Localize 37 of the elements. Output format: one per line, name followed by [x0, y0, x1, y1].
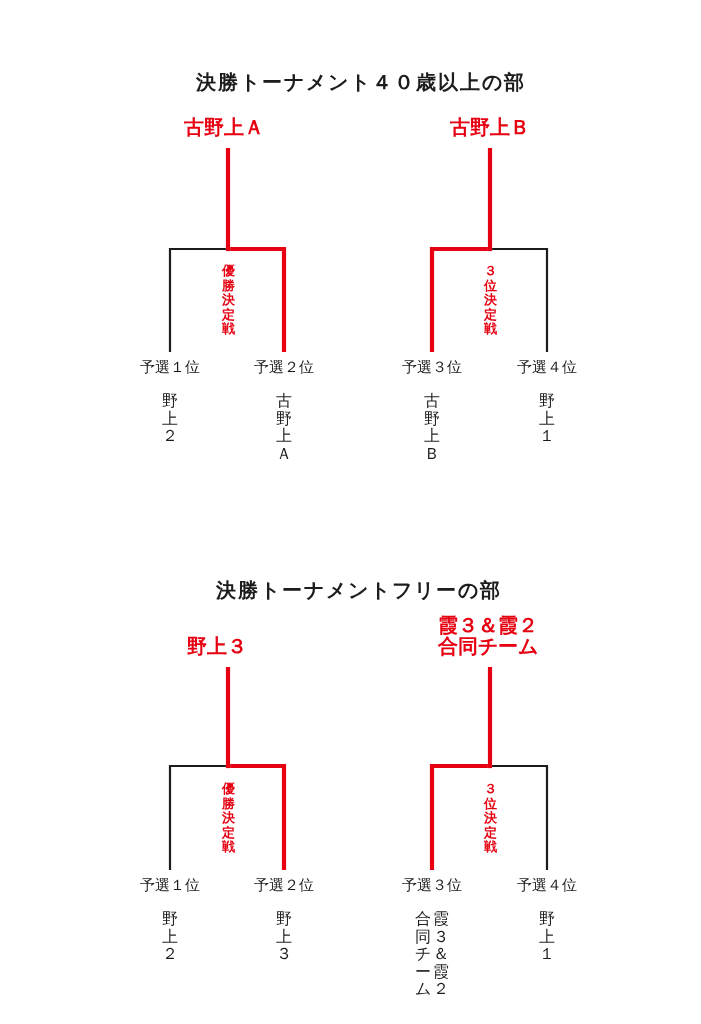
seed-label: 予選１位 — [140, 352, 200, 376]
team-name: 野上３ — [276, 910, 292, 963]
winner-name: 野上３ — [187, 636, 247, 667]
winner-name: 古野上Ａ — [184, 117, 264, 148]
match-label: 優勝決定戦 — [221, 264, 235, 337]
winner-name: 古野上Ｂ — [450, 117, 530, 148]
bracket-line — [429, 246, 488, 352]
seed-label: 予選３位 — [402, 352, 462, 376]
bracket-line — [487, 148, 493, 252]
team-name: 野上１ — [539, 910, 555, 963]
team-name: 野上１ — [539, 392, 555, 445]
bracket-line — [230, 763, 287, 870]
match-label: 優勝決定戦 — [221, 782, 235, 855]
winner-name: 霞３＆霞２合同チーム — [432, 615, 544, 667]
team-name: 霞３＆霞２ — [433, 910, 449, 998]
team-name: 合同チーム — [415, 910, 431, 998]
team-name: 野上２ — [162, 392, 178, 445]
section-heading: 決勝トーナメントフリーの部 — [216, 578, 502, 602]
bracket-line — [492, 247, 549, 352]
seed-label: 予選３位 — [402, 870, 462, 894]
seed-label: 予選２位 — [254, 870, 314, 894]
bracket-line — [168, 764, 226, 870]
seed-label: 予選４位 — [517, 352, 577, 376]
bracket-line — [487, 667, 493, 769]
section-heading: 決勝トーナメント４０歳以上の部 — [196, 70, 526, 94]
team-name: 古野上Ｂ — [424, 392, 440, 463]
team-name: 古野上Ａ — [276, 392, 292, 463]
bracket-line — [429, 763, 488, 870]
match-label: ３位決定戦 — [483, 782, 497, 855]
bracket-line — [225, 667, 231, 769]
seed-label: 予選４位 — [517, 870, 577, 894]
seed-label: 予選２位 — [254, 352, 314, 376]
bracket-line — [230, 246, 287, 352]
bracket-line — [492, 764, 549, 870]
team-name: 野上２ — [162, 910, 178, 963]
match-label: ３位決定戦 — [483, 264, 497, 337]
seed-label: 予選１位 — [140, 870, 200, 894]
